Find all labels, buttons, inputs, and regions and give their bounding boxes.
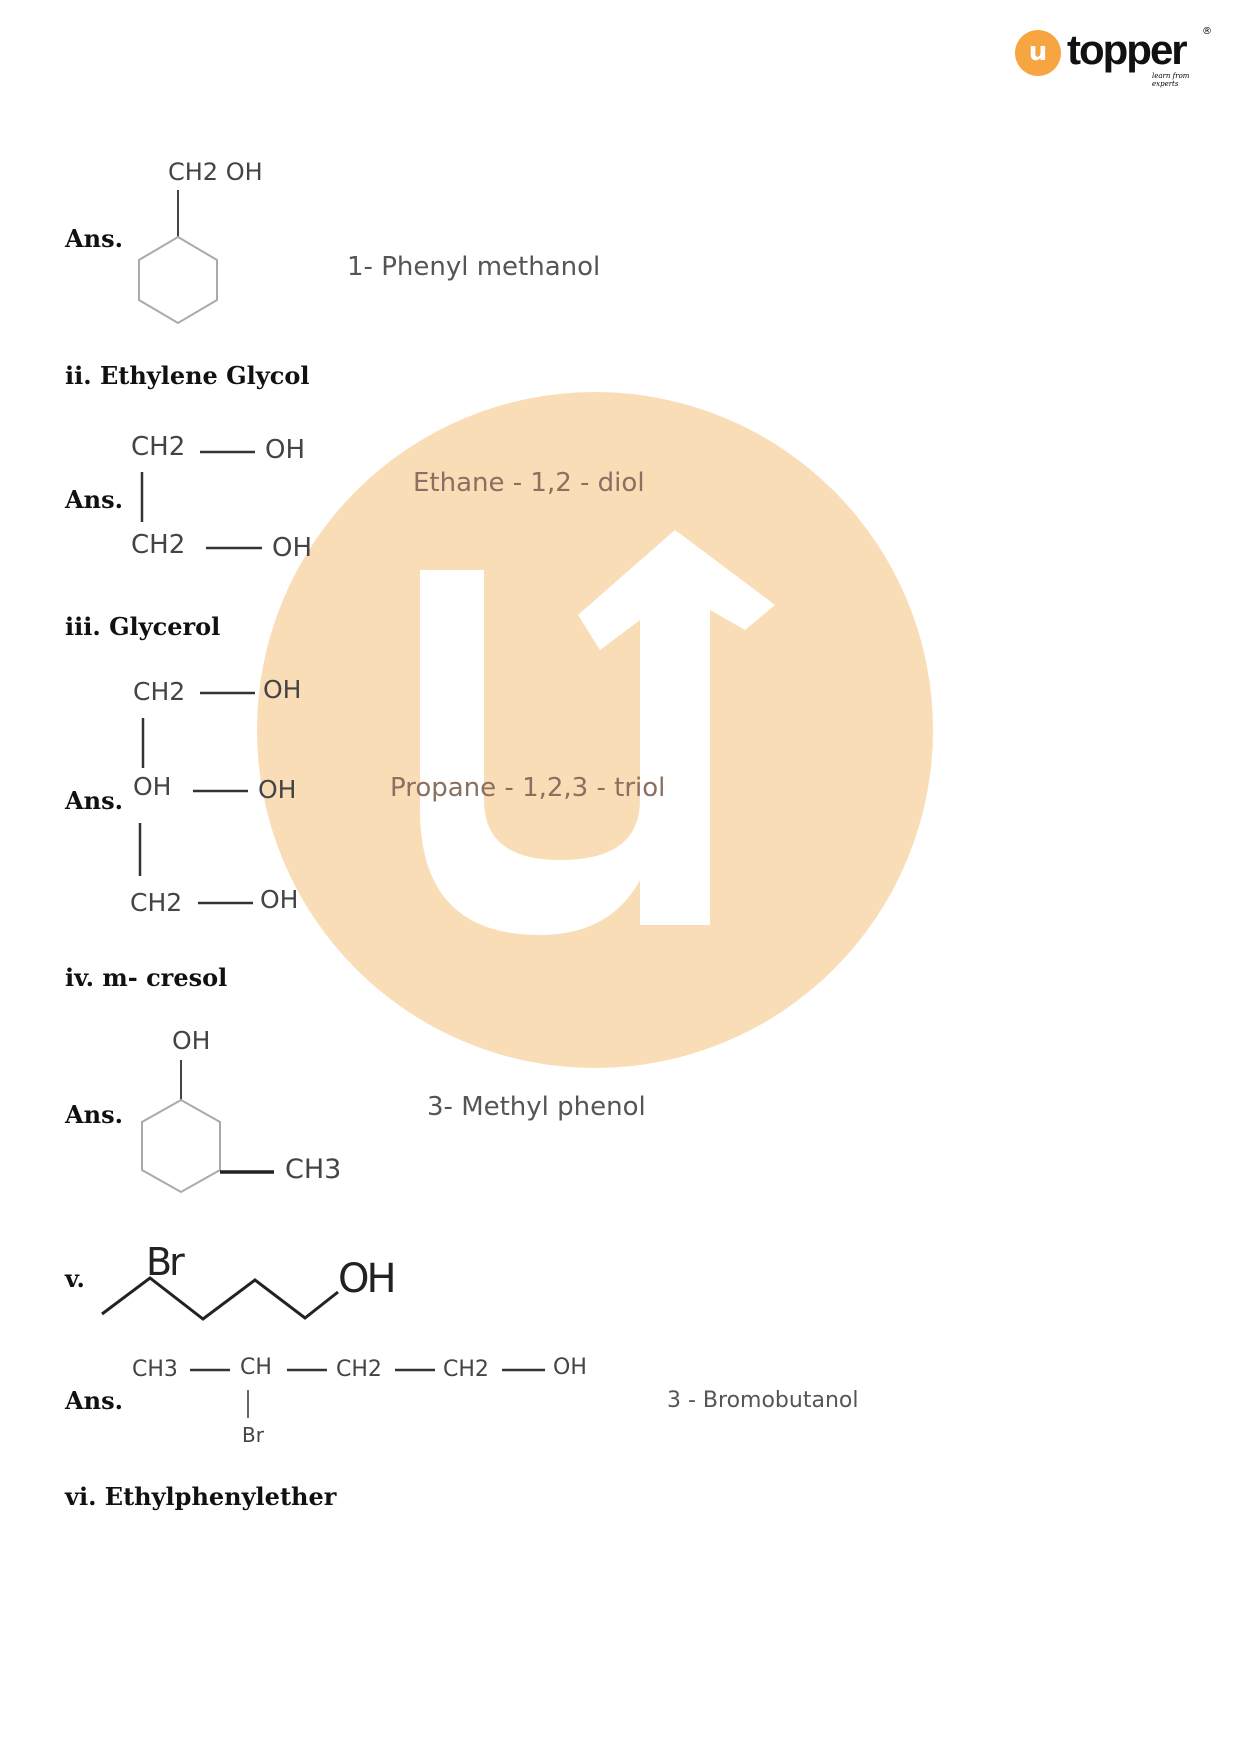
iupac-name: 3- Methyl phenol <box>427 1092 646 1122</box>
group-oh: OH <box>258 775 297 804</box>
group-ch2: CH2 <box>336 1357 382 1382</box>
answer-label: Ans. <box>65 224 123 253</box>
question-heading: iii. Glycerol <box>65 612 221 641</box>
group-ch2: CH2 <box>133 677 186 706</box>
logo-tagline: learn from experts <box>1152 72 1190 88</box>
answer-label: Ans. <box>65 485 123 514</box>
logo-registered: ® <box>1202 26 1212 37</box>
answer-label: Ans. <box>65 1386 123 1415</box>
atom-oh: OH <box>338 1256 397 1302</box>
group-oh: OH <box>263 675 302 704</box>
question-heading: iv. m- cresol <box>65 963 228 992</box>
question-heading: vi. Ethylphenylether <box>65 1482 337 1511</box>
iupac-name: Propane - 1,2,3 - triol <box>390 773 666 803</box>
group-ch: CH <box>240 1355 272 1380</box>
group-ch2: CH2 <box>130 888 183 917</box>
logo-circle-icon: u <box>1015 30 1061 76</box>
topper-logo: u topper ® learn from experts <box>1015 26 1215 88</box>
group-ch2: CH2 <box>131 432 186 462</box>
atom-br: Br <box>146 1240 185 1284</box>
formula-ch2oh: CH2 OH <box>168 158 263 186</box>
answer-label: Ans. <box>65 786 123 815</box>
group-oh: OH <box>553 1355 587 1380</box>
group-ch2: CH2 <box>443 1357 489 1382</box>
question-heading: v. <box>65 1264 85 1293</box>
group-ch3: CH3 <box>132 1357 178 1382</box>
group-oh: OH <box>272 533 313 563</box>
group-ch2: CH2 <box>131 530 186 560</box>
group-oh: OH <box>265 435 306 465</box>
group-br: Br <box>242 1423 264 1447</box>
answer-label: Ans. <box>65 1100 123 1129</box>
question-heading: ii. Ethylene Glycol <box>65 361 310 390</box>
group-oh: OH <box>133 772 172 801</box>
group-oh: OH <box>260 885 299 914</box>
iupac-name: Ethane - 1,2 - diol <box>413 468 645 498</box>
iupac-name: 3 - Bromobutanol <box>667 1388 859 1413</box>
group-ch3: CH3 <box>285 1154 342 1185</box>
group-oh: OH <box>172 1026 211 1055</box>
iupac-name: 1- Phenyl methanol <box>347 252 601 282</box>
logo-text: topper <box>1067 26 1188 73</box>
